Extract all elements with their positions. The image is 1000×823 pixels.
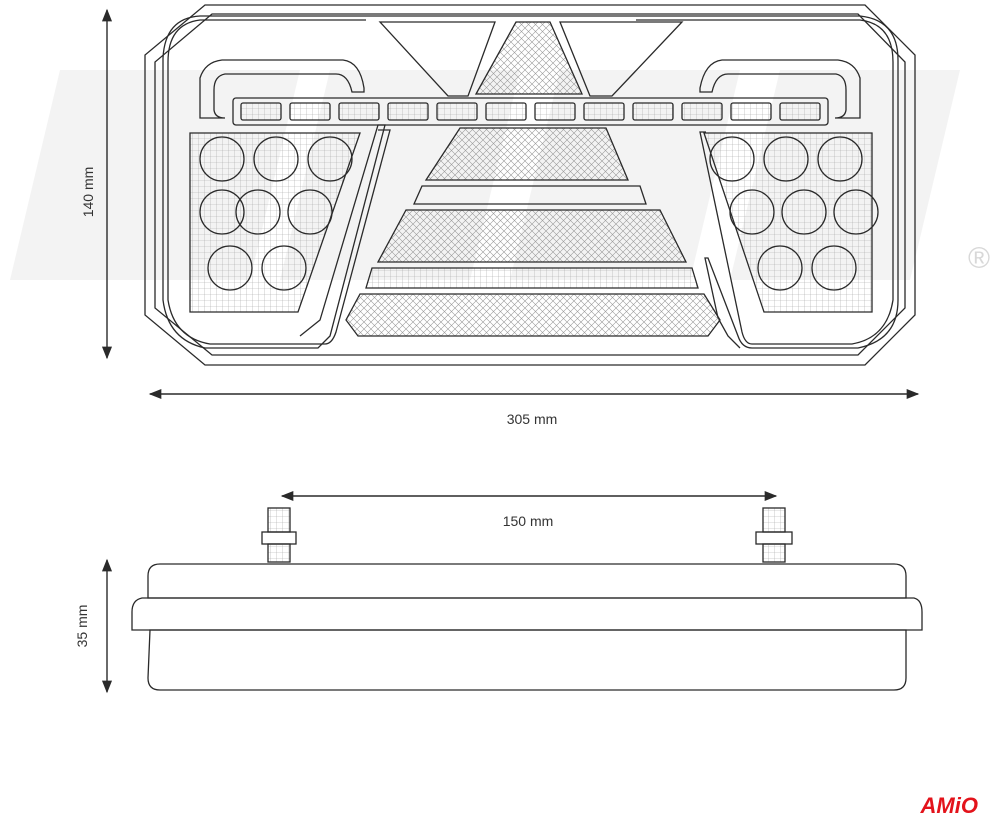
amio-logo-text: AMiO [920, 793, 978, 818]
side-housing-top [147, 563, 907, 599]
right-turn-hook [699, 59, 861, 119]
dimension-bolt-spacing: 150 mm [280, 490, 778, 529]
led-bar [240, 102, 821, 121]
left-turn-hook [199, 59, 365, 119]
center-strip [412, 185, 647, 205]
dimension-height-front: 140 mm [80, 8, 113, 360]
amio-logo: AMiO [920, 793, 978, 818]
right-mounting-bolt [755, 507, 793, 563]
side-housing-base [147, 629, 907, 691]
center-trapezoid-reflector [376, 209, 688, 263]
top-right-wedge [559, 21, 684, 97]
dimension-label-height: 140 mm [80, 167, 96, 218]
left-hook-frame [167, 19, 391, 345]
side-view [131, 507, 923, 691]
side-housing-lens [131, 597, 923, 631]
dimension-label-bolt-spacing: 150 mm [503, 513, 554, 529]
registered-mark: ® [968, 242, 990, 275]
right-led-cluster [703, 132, 873, 313]
left-mounting-bolt [261, 507, 297, 563]
lower-trapezoid-reflector [345, 293, 721, 337]
dimension-label-depth: 35 mm [74, 605, 90, 648]
top-left-wedge [378, 21, 496, 97]
front-view [144, 4, 916, 366]
right-hook-frame [636, 19, 894, 345]
led-bar-outline [232, 97, 829, 126]
housing-inner [154, 13, 906, 356]
top-triangle-reflector [474, 21, 584, 95]
housing-outer [144, 4, 916, 366]
right-led-circles [709, 136, 879, 291]
lens-frame [162, 15, 899, 349]
left-led-circles [199, 136, 353, 291]
lower-strip [365, 267, 699, 289]
dimension-depth-side: 35 mm [74, 558, 113, 694]
dimension-width-front: 305 mm [148, 388, 920, 427]
dimension-label-width: 305 mm [507, 411, 558, 427]
center-triangle-reflector [424, 127, 629, 181]
